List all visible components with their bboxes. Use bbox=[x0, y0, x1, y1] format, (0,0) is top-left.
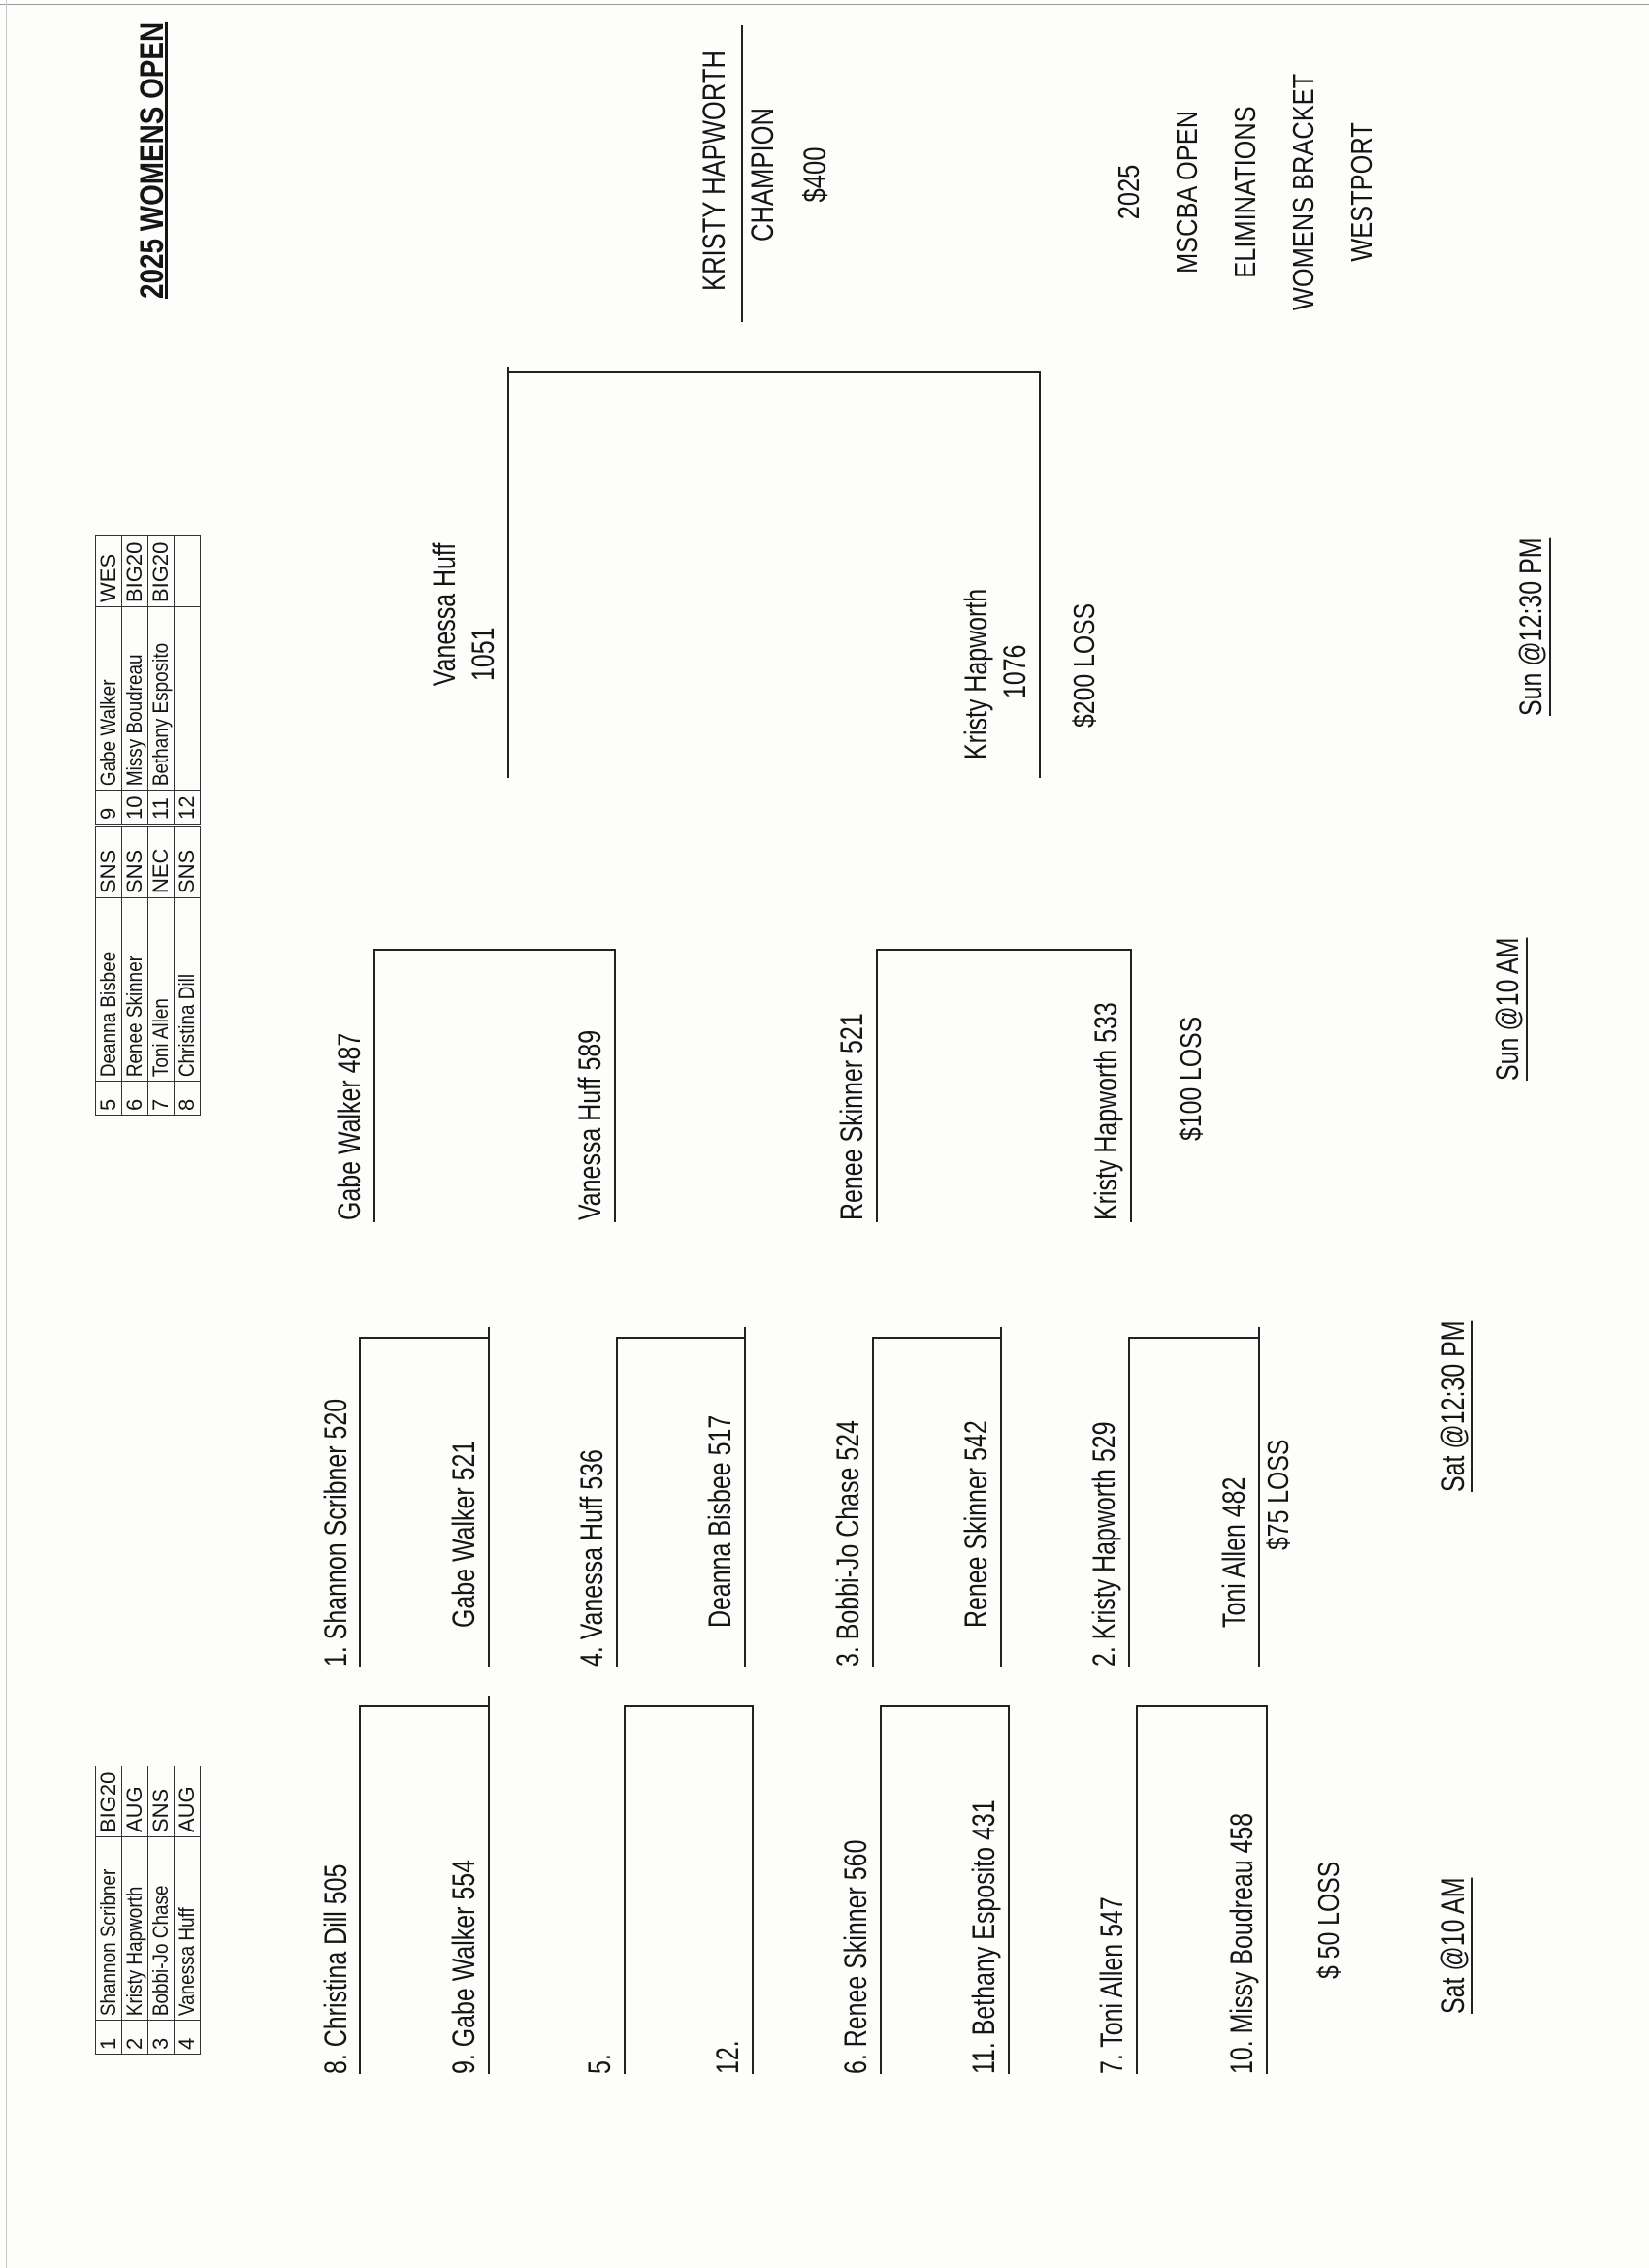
r1-m3-top: 6. Renee Skinner 560 bbox=[838, 1839, 873, 2074]
event-org: MSCBA OPEN bbox=[1170, 110, 1204, 275]
seed-name: Shannon Scribner bbox=[95, 1862, 122, 2021]
r2-m2-top: 4. Vanessa Huff 536 bbox=[574, 1449, 609, 1667]
seed-number: 12 bbox=[174, 790, 201, 825]
seed-club: AUG bbox=[121, 1766, 148, 1837]
seed-club: SNS bbox=[147, 1766, 175, 1837]
seed-club: BIG20 bbox=[147, 535, 175, 607]
seed-name: Deanna Bisbee bbox=[95, 923, 122, 1082]
r1-m1-bottom: 9. Gabe Walker 554 bbox=[446, 1859, 481, 2074]
scan-edge-left bbox=[6, 0, 7, 2268]
r2-m3-top: 3. Bobbi-Jo Chase 524 bbox=[830, 1420, 865, 1667]
semi-loss-amount: $100 LOSS bbox=[1174, 1016, 1208, 1141]
r1-m3-bottom: 11. Bethany Esposito 431 bbox=[966, 1799, 1001, 2074]
r1-loss-amount: $ 50 LOSS bbox=[1311, 1861, 1345, 1979]
semi-m2-top: Renee Skinner 521 bbox=[834, 1013, 869, 1220]
seed-number: 9 bbox=[95, 790, 122, 825]
r2-m4-bottom: Toni Allen 482 bbox=[1216, 1476, 1251, 1628]
final-loss-amount: $200 LOSS bbox=[1067, 602, 1101, 728]
seed-name: Bethany Esposito bbox=[147, 632, 175, 791]
seed-number: 2 bbox=[121, 2020, 148, 2055]
event-bracket: WOMENS BRACKET bbox=[1286, 73, 1320, 311]
r2-m1-bottom: Gabe Walker 521 bbox=[446, 1440, 481, 1628]
seed-name: Christina Dill bbox=[174, 923, 201, 1082]
r1-m4-top: 7. Toni Allen 547 bbox=[1094, 1896, 1129, 2074]
r1-m4-bottom: 10. Missy Boudreau 458 bbox=[1224, 1812, 1259, 2074]
r2-loss-amount: $75 LOSS bbox=[1261, 1439, 1295, 1550]
seed-club: WES bbox=[95, 535, 122, 607]
seed-name bbox=[174, 632, 201, 791]
seed-name: Kristy Hapworth bbox=[121, 1862, 148, 2021]
seed-number: 3 bbox=[147, 2020, 175, 2055]
semi-m2-bottom: Kristy Hapworth 533 bbox=[1088, 1002, 1123, 1220]
semi-time: Sun @10 AM bbox=[1490, 937, 1528, 1081]
seed-name: Vanessa Huff bbox=[174, 1862, 201, 2021]
seed-name: Gabe Walker bbox=[95, 632, 122, 791]
final-time: Sun @12:30 PM bbox=[1513, 537, 1551, 716]
final-bottom-score: 1076 bbox=[997, 644, 1032, 698]
seed-number: 1 bbox=[95, 2020, 122, 2055]
r1-m1-top: 8. Christina Dill 505 bbox=[318, 1863, 353, 2074]
seed-club: AUG bbox=[174, 1766, 201, 1837]
seed-number: 8 bbox=[174, 1081, 201, 1116]
r2-m3-bottom: Renee Skinner 542 bbox=[958, 1420, 993, 1628]
champion-label: CHAMPION bbox=[745, 108, 780, 242]
seed-name: Renee Skinner bbox=[121, 923, 148, 1082]
seed-number: 5 bbox=[95, 1081, 122, 1116]
r2-time: Sat @12:30 PM bbox=[1436, 1320, 1473, 1492]
seed-number: 10 bbox=[121, 790, 148, 825]
r1-time: Sat @10 AM bbox=[1436, 1877, 1473, 2014]
final-top-name: Vanessa Huff bbox=[427, 542, 462, 687]
seed-name: Missy Boudreau bbox=[121, 632, 148, 791]
seed-club: SNS bbox=[95, 826, 122, 898]
seed-name: Bobbi-Jo Chase bbox=[147, 1862, 175, 2021]
seed-club bbox=[174, 535, 201, 607]
page-title: 2025 WOMENS OPEN bbox=[134, 21, 171, 299]
event-type: ELIMINATIONS bbox=[1228, 106, 1262, 278]
final-top-score: 1051 bbox=[466, 627, 501, 681]
seed-number: 6 bbox=[121, 1081, 148, 1116]
event-location: WESTPORT bbox=[1344, 122, 1378, 262]
semi-m1-top: Gabe Walker 487 bbox=[332, 1032, 367, 1220]
seed-row: 12 bbox=[174, 535, 201, 825]
seed-club: BIG20 bbox=[121, 535, 148, 607]
seed-club: BIG20 bbox=[95, 1766, 122, 1837]
event-year: 2025 bbox=[1112, 164, 1146, 220]
r1-m2-top: 5. bbox=[582, 2054, 617, 2074]
seed-club: NEC bbox=[147, 826, 175, 898]
champion-name: KRISTY HAPWORTH bbox=[696, 50, 731, 291]
seed-name: Toni Allen bbox=[147, 923, 175, 1082]
semi-m1-bottom: Vanessa Huff 589 bbox=[572, 1029, 607, 1220]
seed-club: SNS bbox=[174, 826, 201, 898]
scan-edge-top bbox=[0, 4, 1649, 5]
seed-number: 4 bbox=[174, 2020, 201, 2055]
seed-number: 11 bbox=[147, 790, 175, 825]
r2-m2-bottom: Deanna Bisbee 517 bbox=[702, 1414, 737, 1628]
final-bottom-name: Kristy Hapworth bbox=[958, 588, 993, 760]
r1-m2-bottom: 12. bbox=[710, 2040, 745, 2074]
seed-club: SNS bbox=[121, 826, 148, 898]
r2-m1-top: 1. Shannon Scribner 520 bbox=[318, 1398, 353, 1667]
r2-m4-top: 2. Kristy Hapworth 529 bbox=[1086, 1421, 1121, 1667]
champion-prize: $400 bbox=[797, 146, 832, 203]
seed-number: 7 bbox=[147, 1081, 175, 1116]
